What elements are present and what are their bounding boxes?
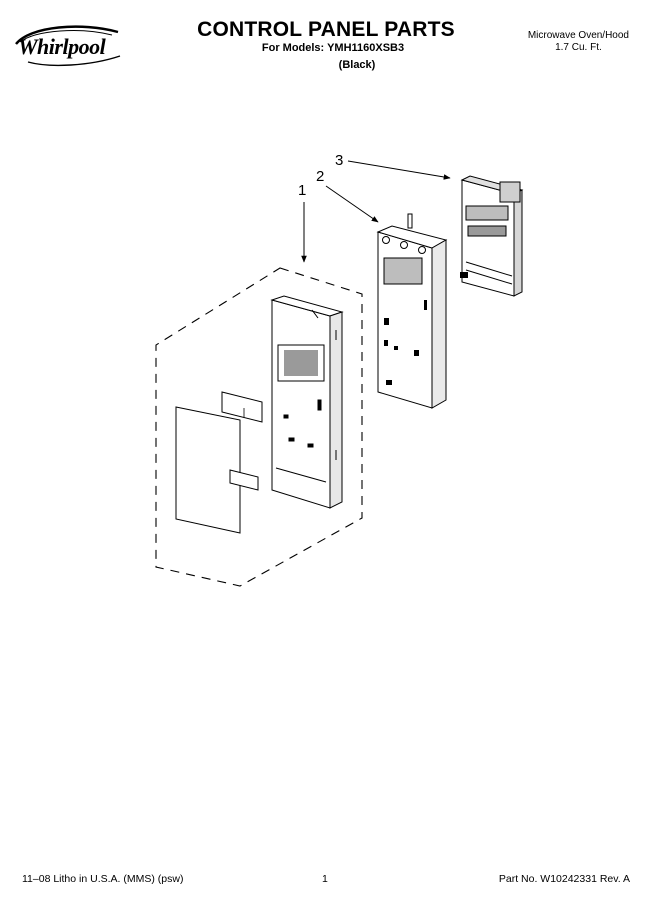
product-capacity: 1.7 Cu. Ft. [555, 42, 602, 53]
part-number: Part No. W10242331 Rev. A [498, 873, 630, 885]
part-1-membrane-overlay [175, 391, 263, 534]
page-number: 1 [322, 873, 328, 885]
product-description: Microwave Oven/Hood 1.7 Cu. Ft. [528, 30, 629, 54]
footer-litho: 11–08 Litho in U.S.A. (MMS) (psw) [22, 873, 184, 885]
callout-1: 1 [298, 182, 306, 199]
page-title: CONTROL PANEL PARTS [197, 18, 455, 41]
part-2-control-bracket [376, 213, 448, 409]
callout-3-leader [347, 160, 451, 180]
assembly-dashed-outline [155, 267, 363, 587]
logo-swoosh-icon [15, 25, 121, 67]
whirlpool-logo: Whirlpool [10, 22, 132, 68]
model-color: (Black) [338, 59, 376, 71]
callout-2: 2 [316, 168, 324, 185]
model-number: For Models: YMH1160XSB3 [261, 42, 405, 54]
callout-3: 3 [335, 152, 343, 169]
product-type: Microwave Oven/Hood [527, 30, 629, 41]
part-1-control-panel-frame [270, 295, 344, 509]
part-3-rear-bracket [460, 175, 524, 297]
brand-name: Whirlpool [18, 34, 106, 59]
callout-2-leader [325, 185, 379, 223]
